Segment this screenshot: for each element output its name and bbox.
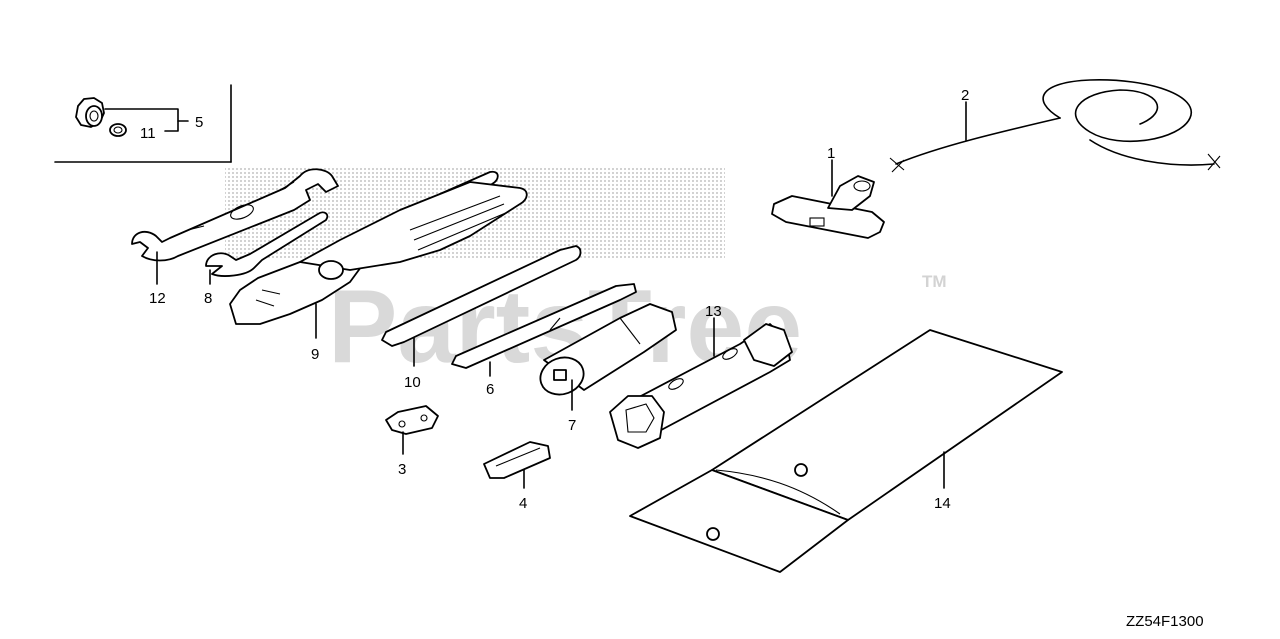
callout-5: 5 bbox=[195, 114, 203, 131]
drawing-code: ZZ54F1300 bbox=[1126, 613, 1204, 630]
callout-10: 10 bbox=[404, 374, 421, 391]
callout-6: 6 bbox=[486, 381, 494, 398]
inset-box-border bbox=[54, 84, 232, 163]
callout-7: 7 bbox=[568, 417, 576, 434]
nut-icon[interactable] bbox=[75, 97, 105, 128]
starter-grip-icon[interactable] bbox=[771, 175, 885, 239]
open-end-wrench-small-icon[interactable] bbox=[205, 211, 329, 277]
box-wrench-icon[interactable] bbox=[609, 323, 793, 449]
callout-14: 14 bbox=[934, 495, 951, 512]
leader-lines bbox=[156, 101, 967, 489]
callout-11: 11 bbox=[140, 125, 156, 142]
spark-plug-clip-icon[interactable] bbox=[385, 405, 439, 435]
starter-rope-icon[interactable] bbox=[889, 79, 1221, 173]
tool-bag-icon[interactable] bbox=[629, 329, 1063, 573]
screwdriver-shaft-icon[interactable] bbox=[451, 283, 637, 369]
callout-labels: 1 2 3 4 5 6 7 8 9 10 11 12 13 14 bbox=[140, 87, 969, 512]
callout-bracket-5-11 bbox=[104, 108, 189, 132]
callout-1: 1 bbox=[827, 145, 835, 162]
pliers-icon[interactable] bbox=[229, 170, 528, 325]
emergency-stop-clip-icon[interactable] bbox=[483, 441, 551, 479]
callout-13: 13 bbox=[705, 303, 722, 320]
callout-3: 3 bbox=[398, 461, 406, 478]
callout-9: 9 bbox=[311, 346, 319, 363]
callout-4: 4 bbox=[519, 495, 527, 512]
callout-2: 2 bbox=[961, 87, 969, 104]
watermark-trademark: TM bbox=[922, 272, 947, 291]
callout-8: 8 bbox=[204, 290, 212, 307]
washer-icon[interactable] bbox=[109, 123, 127, 137]
callout-12: 12 bbox=[149, 290, 166, 307]
screwdriver-grip-icon[interactable] bbox=[381, 245, 582, 347]
